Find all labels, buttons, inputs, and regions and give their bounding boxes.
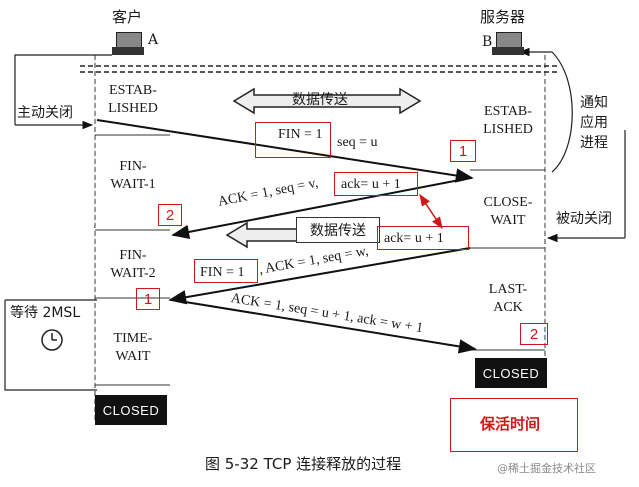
- data2-ack-label: ack= u + 1: [384, 231, 444, 246]
- passive-close-label: 被动关闭: [556, 211, 612, 227]
- keepalive-box: [450, 398, 578, 452]
- server-closed-badge: CLOSED: [475, 358, 547, 388]
- client-state-time-wait: TIME- WAIT: [113, 331, 153, 364]
- server-state-close-wait: CLOSE- WAIT: [483, 195, 533, 228]
- watermark: @稀土掘金技术社区: [497, 462, 596, 475]
- annotation-badge-1-client: 1: [136, 288, 160, 310]
- clock-icon: [41, 329, 63, 351]
- data2-ack-highlight: [377, 226, 469, 250]
- client-computer-icon: [112, 32, 144, 56]
- fin2-label-fin: FIN = 1: [200, 265, 245, 280]
- data-transfer-label-1: 数据传送: [292, 92, 348, 108]
- fin2-highlight: [194, 259, 258, 283]
- wait-2msl-label: 等待 2MSL: [10, 305, 81, 321]
- ack1-ack-label: ack= u + 1: [341, 177, 401, 192]
- ack2-arrow: [172, 299, 477, 354]
- client-state-established: ESTAB- LISHED: [108, 83, 158, 116]
- annotation-badge-2-client: 2: [158, 204, 182, 226]
- server-label: 服务器: [480, 8, 526, 26]
- keepalive-label: 保活时间: [480, 415, 541, 433]
- fin1-label-fin: FIN = 1: [278, 127, 323, 142]
- client-state-fin-wait-1: FIN- WAIT-1: [110, 159, 156, 192]
- client-state-fin-wait-2: FIN- WAIT-2: [110, 248, 156, 281]
- data-transfer-arrow-1: [232, 87, 422, 115]
- server-id: B: [482, 34, 493, 50]
- server-computer-icon: [492, 32, 524, 56]
- data-transfer-label-2: 数据传送: [296, 217, 380, 243]
- figure-caption: 图 5-32 TCP 连接释放的过程: [205, 455, 402, 473]
- fin1-label-seq: seq = u: [337, 135, 378, 150]
- ack-relation-arrow: [419, 194, 443, 229]
- client-id: A: [148, 32, 159, 48]
- client-label: 客户: [112, 8, 143, 26]
- fin1-arrow: [96, 119, 474, 183]
- active-close-label: 主动关闭: [17, 105, 73, 121]
- server-state-established: ESTAB- LISHED: [483, 104, 533, 137]
- fin1-highlight: [255, 122, 331, 158]
- ack1-highlight: [334, 172, 418, 196]
- annotation-badge-1-server: 1: [450, 140, 476, 162]
- notify-app-label: 通知 应用 进程: [580, 95, 608, 151]
- ack1-arrow: [171, 177, 471, 240]
- server-state-last-ack: LAST- ACK: [488, 282, 528, 315]
- fin2-arrow: [168, 247, 471, 305]
- client-closed-badge: CLOSED: [95, 395, 167, 425]
- annotation-badge-2-server: 2: [520, 323, 548, 345]
